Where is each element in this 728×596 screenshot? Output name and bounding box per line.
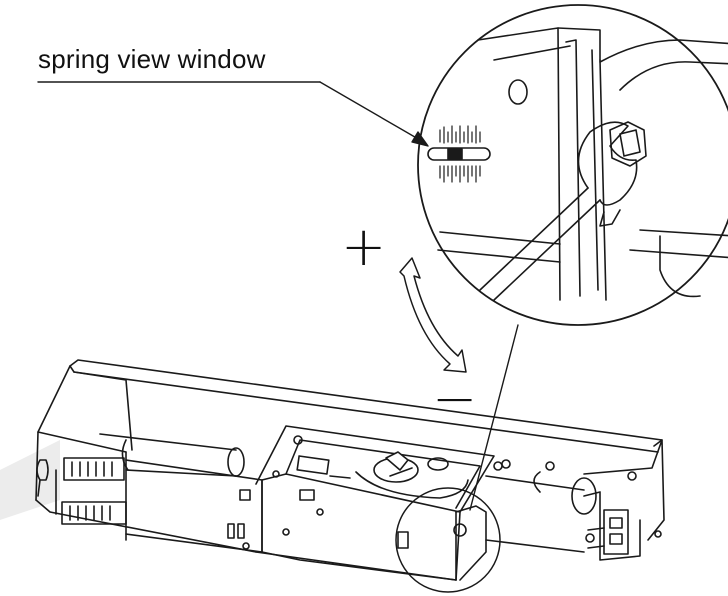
increase-symbol: +	[341, 215, 387, 278]
zoom-detail-circle	[417, 4, 728, 326]
shadow-wedge	[0, 440, 60, 520]
spring-scale-ticks-bottom	[439, 165, 481, 183]
terminal-block-top	[63, 457, 125, 481]
callout-leader	[37, 81, 429, 147]
door-closer-body	[35, 359, 665, 581]
adjusting-nut	[609, 121, 647, 167]
decrease-symbol: −	[432, 367, 478, 430]
detail-origin-circle	[395, 487, 501, 593]
spring-view-window-label: spring view window	[38, 44, 266, 74]
center-mechanism	[255, 425, 503, 581]
wrench	[479, 121, 638, 301]
adjust-direction-arrow	[399, 257, 467, 373]
terminal-block-bottom	[61, 501, 127, 525]
right-end-bracket	[585, 509, 629, 555]
spring-scale-ticks-top	[439, 125, 481, 144]
